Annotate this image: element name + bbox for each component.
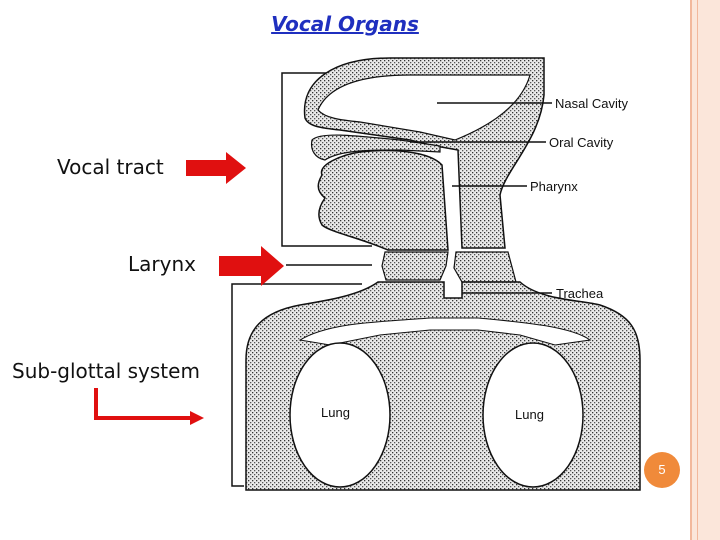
left-lung-label: Lung: [321, 405, 350, 420]
larynx-left-shape: [381, 251, 449, 281]
vocal-tract-bracket: [281, 72, 372, 247]
subglottal-label: Sub-glottal system: [12, 359, 200, 383]
slide-border-line: [697, 0, 698, 540]
right-lung-shape: [482, 342, 584, 488]
larynx-arrow: [219, 246, 284, 286]
trachea-label: Trachea: [556, 286, 604, 301]
vocal-tract-label: Vocal tract: [57, 155, 164, 179]
pharynx-label: Pharynx: [530, 179, 578, 194]
page-number-badge: 5: [644, 452, 680, 488]
larynx-right-shape: [453, 251, 517, 283]
nasal-cavity-label: Nasal Cavity: [555, 96, 628, 111]
subglottal-bracket: [231, 283, 362, 487]
leader-lines: [410, 102, 552, 294]
slide-title: Vocal Organs: [271, 12, 419, 36]
subglottal-arrow: [94, 388, 204, 425]
slide-border-decoration: [690, 0, 720, 540]
slide-border-line: [690, 0, 692, 540]
vocal-tract-arrow: [186, 152, 246, 184]
larynx-label: Larynx: [128, 252, 196, 276]
oral-cavity-label: Oral Cavity: [549, 135, 614, 150]
right-lung-label: Lung: [515, 407, 544, 422]
bronchi-gap-shape: [298, 317, 592, 346]
tongue-jaw-shape: [317, 149, 449, 251]
nasal-cavity-shape: [317, 74, 531, 141]
left-lung-shape: [289, 342, 391, 488]
